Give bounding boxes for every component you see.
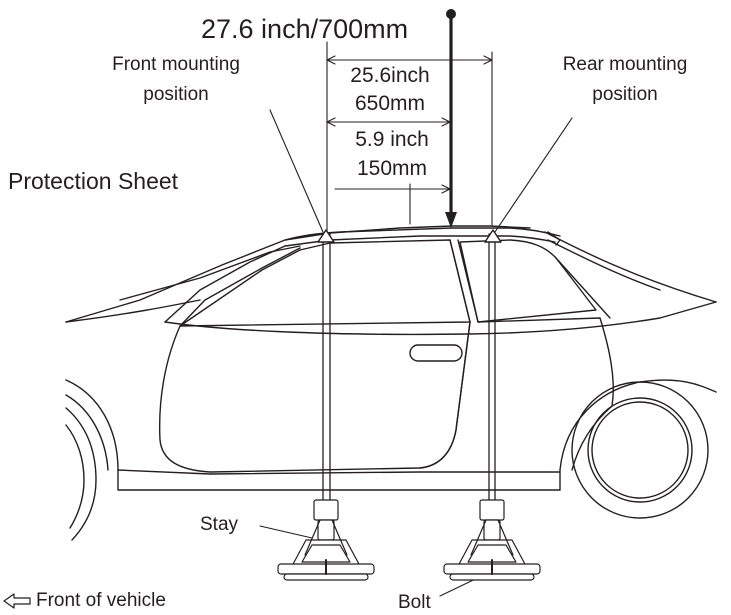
door-handle bbox=[409, 344, 463, 362]
dim-650-arrow-left bbox=[326, 55, 336, 65]
belt-line bbox=[164, 301, 717, 336]
dim-total-label: 27.6 inch/700mm bbox=[201, 14, 409, 44]
rear-wheel-tire bbox=[571, 381, 709, 519]
rear-mount-leader bbox=[494, 117, 573, 233]
dim-650-arrow-right bbox=[483, 55, 493, 65]
rear-door bbox=[419, 317, 614, 471]
bolt-label: Bolt bbox=[398, 592, 431, 613]
front-mount-leader bbox=[269, 109, 324, 233]
c-pillar bbox=[555, 257, 611, 319]
rear-wheel-rim bbox=[587, 397, 693, 503]
trunk-spoiler bbox=[547, 231, 561, 246]
rear-window bbox=[459, 239, 597, 323]
rear-mounting-label-line2: position bbox=[592, 84, 658, 105]
stay-leader bbox=[259, 525, 313, 539]
dim-150-mm-label: 150mm bbox=[356, 157, 428, 180]
triangle-marker-front bbox=[317, 229, 335, 243]
rear-arch bbox=[559, 379, 717, 491]
dim-650-inch-label: 25.6inch bbox=[350, 64, 430, 87]
front-window bbox=[179, 239, 471, 327]
dim-650-mm-label: 650mm bbox=[354, 92, 426, 115]
b-pillar bbox=[449, 239, 471, 323]
front-arch bbox=[65, 379, 119, 471]
dim-5-9-arrow-left bbox=[326, 117, 336, 127]
rear-wheel-hub bbox=[591, 401, 689, 499]
windshield bbox=[164, 245, 286, 323]
front-of-vehicle-label: Front of vehicle bbox=[36, 590, 166, 611]
rocker bbox=[117, 469, 561, 491]
stay-foot-rear bbox=[443, 499, 541, 581]
front-wheel bbox=[65, 407, 97, 541]
plumb-line-icon bbox=[445, 9, 457, 228]
protection-sheet-label: Protection Sheet bbox=[8, 168, 179, 194]
outline-left-arrow-icon bbox=[3, 593, 31, 609]
dim-150-inch-label: 5.9 inch bbox=[355, 128, 429, 151]
front-mounting-label-line1: Front mounting bbox=[112, 54, 240, 75]
stay-label: Stay bbox=[200, 514, 239, 535]
rear-deck bbox=[544, 231, 717, 303]
rear-mounting-label-line1: Rear mounting bbox=[562, 54, 688, 75]
front-arch-2 bbox=[65, 394, 109, 471]
front-mounting-label-line2: position bbox=[143, 84, 209, 105]
hood-line bbox=[65, 225, 531, 323]
stay-foot-front bbox=[277, 499, 375, 581]
rear-deck-2 bbox=[547, 239, 661, 291]
windshield-inner bbox=[179, 247, 301, 327]
hood-edge bbox=[65, 299, 201, 323]
sill-line bbox=[117, 469, 561, 475]
triangle-marker-rear bbox=[484, 229, 502, 243]
front-wheel-inner bbox=[65, 424, 85, 529]
hood-inner-line bbox=[119, 245, 301, 301]
